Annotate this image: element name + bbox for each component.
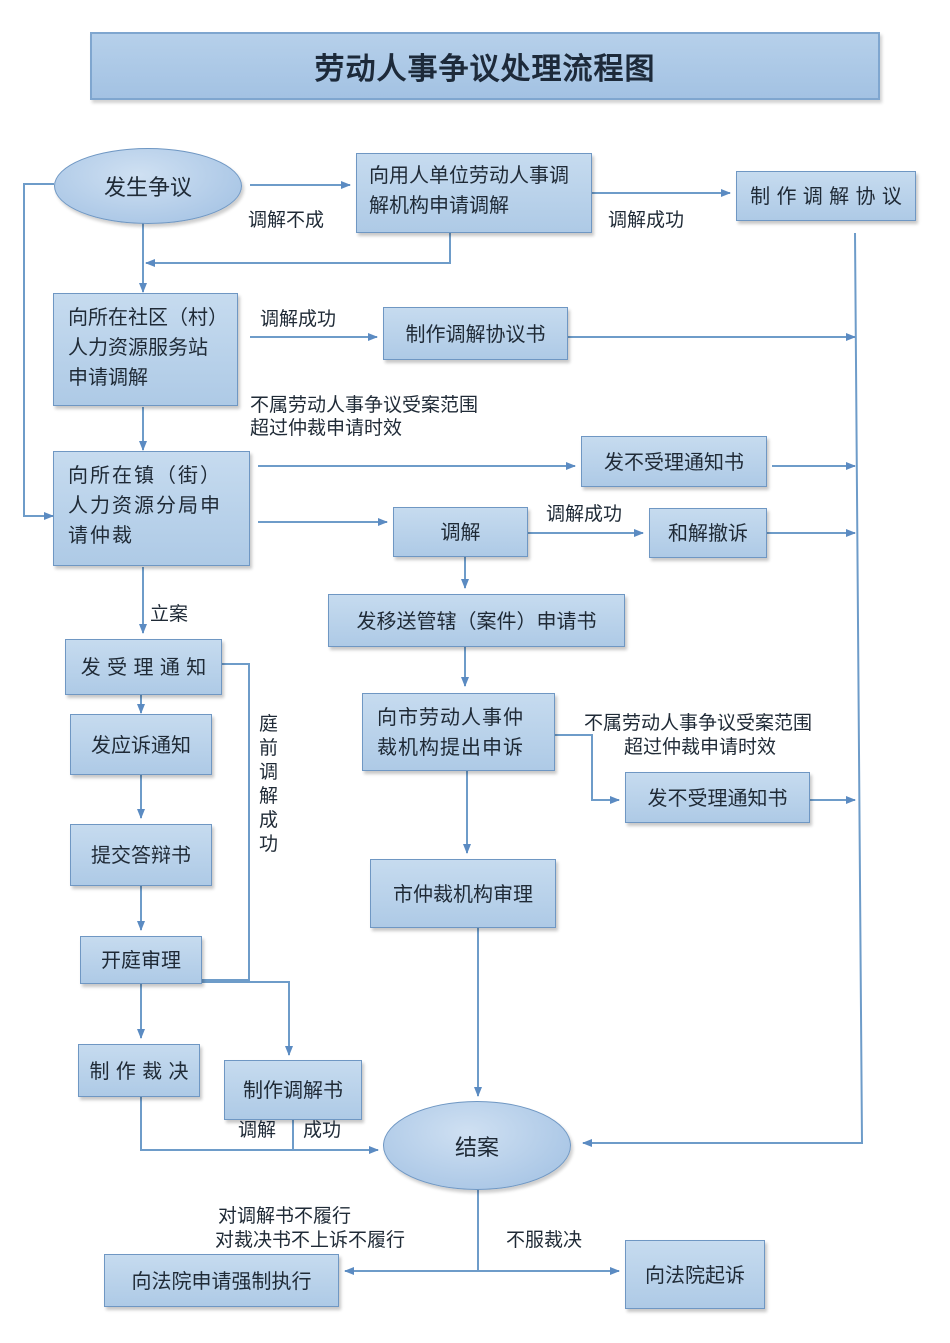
label-disagree-award: 不服裁决 — [506, 1229, 583, 1251]
node-respond-notice: 发应诉通知 — [70, 714, 212, 775]
node-community-station: 向所在社区（村）人力资源服务站申请调解 — [53, 293, 238, 406]
label-mediation-success-2: 调解成功 — [260, 308, 337, 330]
label-out-of-scope-1: 不属劳动人事争议受案范围 — [250, 394, 479, 416]
pretrial-bracket-line — [202, 663, 250, 981]
label-mediation-failed: 调解不成 — [248, 209, 325, 231]
title-bar: 劳动人事争议处理流程图 — [90, 32, 880, 100]
node-employer-mediation: 向用人单位劳动人事调解机构申请调解 — [356, 153, 592, 233]
label-mediation-success-3: 调解成功 — [546, 503, 623, 525]
node-defense-label: 提交答辩书 — [91, 843, 191, 867]
node-close-label: 结案 — [454, 1135, 499, 1161]
node-sue: 向法院起诉 — [625, 1240, 765, 1309]
node-withdraw-label: 和解撤诉 — [668, 521, 748, 545]
node-dispute: 发生争议 — [54, 148, 242, 224]
node-hearing: 开庭审理 — [80, 936, 202, 984]
node-enforce-label: 向法院申请强制执行 — [131, 1268, 312, 1293]
node-accept-notice: 发 受 理 通 知 — [65, 639, 222, 695]
node-agreement-book: 制作调解协议书 — [383, 307, 568, 360]
node-community-station-label: 向所在社区（村）人力资源服务站申请调解 — [68, 305, 218, 389]
node-dispute-label: 发生争议 — [103, 176, 192, 201]
arrow-hearing-to-mediationbook — [202, 981, 293, 1056]
node-transfer: 发移送管辖（案件）申请书 — [328, 594, 625, 647]
node-city-review-label: 市仲裁机构审理 — [393, 881, 533, 906]
label-pretrial-mediation: 庭前调解成功 — [259, 713, 279, 855]
node-city-review: 市仲裁机构审理 — [370, 859, 556, 928]
label-not-fulfill-mediation: 对调解书不履行 — [218, 1205, 352, 1227]
node-defense: 提交答辩书 — [70, 824, 212, 886]
label-success-word: 成功 — [303, 1119, 342, 1141]
node-mediation: 调解 — [393, 507, 528, 557]
node-employer-mediation-label: 向用人单位劳动人事调解机构申请调解 — [369, 163, 569, 217]
node-city-appeal-label: 向市劳动人事仲裁机构提出申诉 — [377, 705, 524, 759]
label-time-limit-1: 超过仲裁申请时效 — [250, 417, 403, 439]
node-hearing-label: 开庭审理 — [101, 948, 181, 972]
node-close: 结案 — [383, 1101, 571, 1190]
node-reject-notice-1-label: 发不受理通知书 — [604, 449, 744, 474]
label-mediation-success-1: 调解成功 — [608, 209, 685, 231]
node-agreement-book-label: 制作调解协议书 — [405, 321, 546, 346]
label-out-of-scope-2: 不属劳动人事争议受案范围 — [584, 712, 813, 734]
node-reject-notice-2-label: 发不受理通知书 — [647, 785, 788, 810]
node-respond-notice-label: 发应诉通知 — [91, 732, 191, 757]
node-withdraw: 和解撤诉 — [649, 508, 767, 558]
arrow-city-to-reject2 — [555, 734, 620, 804]
label-mediation-word: 调解 — [238, 1119, 277, 1141]
node-reject-notice-2: 发不受理通知书 — [625, 772, 810, 823]
node-transfer-label: 发移送管辖（案件）申请书 — [356, 608, 597, 633]
node-town-arbitration-label: 向所在镇（街）人力资源分局申请仲裁 — [68, 463, 222, 547]
label-not-fulfill-award: 对裁决书不上诉不履行 — [215, 1229, 406, 1251]
right-collector-line — [582, 232, 864, 1147]
label-time-limit-2: 超过仲裁申请时效 — [624, 736, 777, 758]
node-agreement-top-label: 制 作 调 解 协 议 — [750, 184, 902, 208]
node-town-arbitration: 向所在镇（街）人力资源分局申请仲裁 — [53, 451, 250, 566]
arrow-employer-back-to-community — [145, 232, 451, 267]
node-award-label: 制 作 裁 决 — [89, 1058, 189, 1083]
node-mediation-book-label: 制作调解书 — [243, 1078, 343, 1102]
node-agreement-top: 制 作 调 解 协 议 — [736, 171, 916, 221]
node-award: 制 作 裁 决 — [78, 1044, 200, 1097]
page-title: 劳动人事争议处理流程图 — [314, 52, 656, 87]
node-sue-label: 向法院起诉 — [645, 1262, 745, 1287]
arrow-dispute-bypass-to-town — [23, 183, 54, 520]
label-filed: 立案 — [150, 603, 189, 625]
node-mediation-book: 制作调解书 — [224, 1060, 362, 1120]
node-reject-notice-1: 发不受理通知书 — [581, 436, 767, 487]
node-accept-notice-label: 发 受 理 通 知 — [80, 655, 207, 679]
node-city-appeal: 向市劳动人事仲裁机构提出申诉 — [362, 693, 555, 771]
node-mediation-label: 调解 — [440, 520, 481, 544]
node-enforce: 向法院申请强制执行 — [104, 1254, 339, 1307]
